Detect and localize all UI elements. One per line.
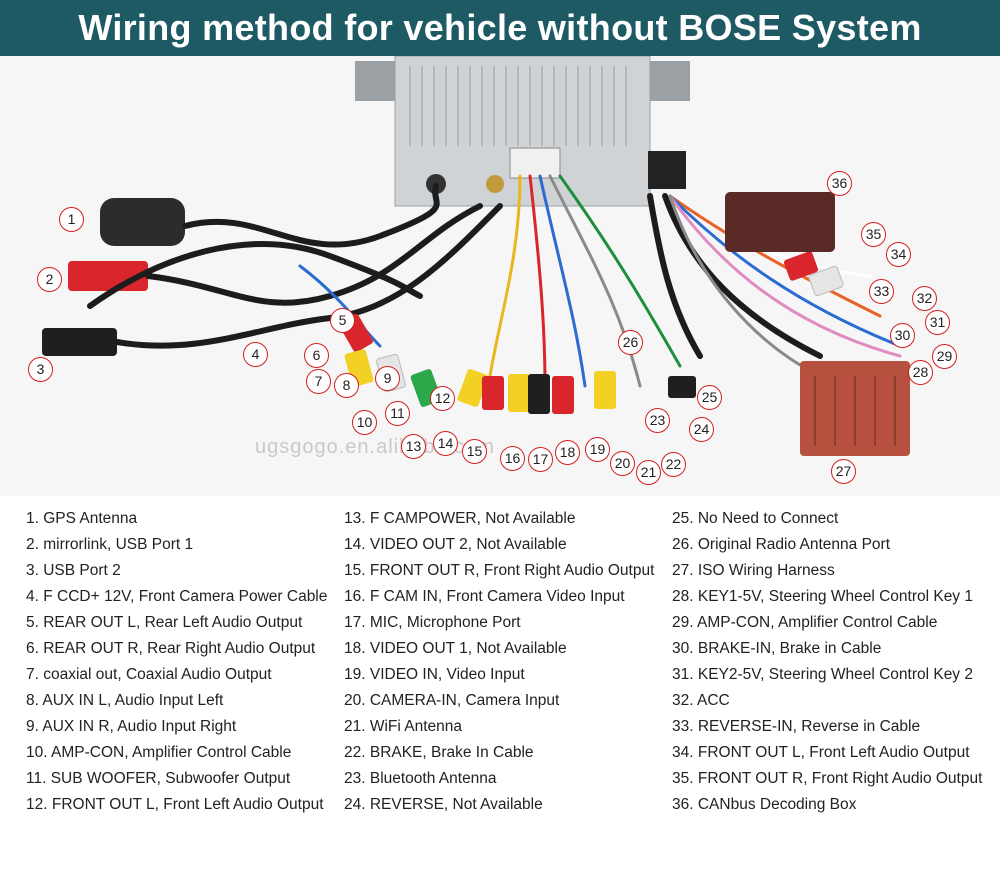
legend: 1. GPS Antenna 2. mirrorlink, USB Port 1…: [0, 496, 1000, 879]
legend-item: 24. REVERSE, Not Available: [344, 796, 543, 813]
mount-bracket-right: [650, 61, 690, 101]
callout-2: 2: [37, 267, 62, 292]
legend-item: 35. FRONT OUT R, Front Right Audio Outpu…: [672, 770, 983, 787]
legend-item: 1. GPS Antenna: [26, 510, 138, 527]
callout-18: 18: [555, 440, 580, 465]
callout-25: 25: [697, 385, 722, 410]
iso-harness-ribs: [814, 376, 896, 446]
callout-26: 26: [618, 330, 643, 355]
callout-33: 33: [869, 279, 894, 304]
legend-item: 18. VIDEO OUT 1, Not Available: [344, 640, 567, 657]
legend-item: 30. BRAKE-IN, Brake in Cable: [672, 640, 882, 657]
legend-item: 4. F CCD+ 12V, Front Camera Power Cable: [26, 588, 328, 605]
legend-item: 21. WiFi Antenna: [344, 718, 463, 735]
legend-column-3: 25. No Need to Connect 26. Original Radi…: [672, 506, 982, 818]
callout-8: 8: [334, 373, 359, 398]
small-connector: [668, 376, 696, 398]
legend-item: 16. F CAM IN, Front Camera Video Input: [344, 588, 625, 605]
callout-4: 4: [243, 342, 268, 367]
page-title: Wiring method for vehicle without BOSE S…: [0, 0, 1000, 56]
legend-item: 5. REAR OUT L, Rear Left Audio Output: [26, 614, 303, 631]
callout-6: 6: [304, 343, 329, 368]
callout-21: 21: [636, 460, 661, 485]
legend-item: 11. SUB WOOFER, Subwoofer Output: [26, 770, 291, 787]
legend-item: 12. FRONT OUT L, Front Left Audio Output: [26, 796, 324, 813]
legend-item: 13. F CAMPOWER, Not Available: [344, 510, 576, 527]
legend-column-1: 1. GPS Antenna 2. mirrorlink, USB Port 1…: [26, 506, 327, 818]
callout-36: 36: [827, 171, 852, 196]
legend-item: 33. REVERSE-IN, Reverse in Cable: [672, 718, 921, 735]
legend-item: 26. Original Radio Antenna Port: [672, 536, 890, 553]
legend-item: 28. KEY1-5V, Steering Wheel Control Key …: [672, 588, 973, 605]
legend-item: 27. ISO Wiring Harness: [672, 562, 835, 579]
callout-34: 34: [886, 242, 911, 267]
callout-35: 35: [861, 222, 886, 247]
callout-27: 27: [831, 459, 856, 484]
legend-item: 32. ACC: [672, 692, 730, 709]
legend-item: 3. USB Port 2: [26, 562, 121, 579]
wiring-photo: ugsgogo.en.alibaba.com 1 2 3 4 5 6 7 8 9…: [0, 56, 1000, 496]
legend-column-2: 13. F CAMPOWER, Not Available 14. VIDEO …: [344, 506, 654, 818]
callout-22: 22: [661, 452, 686, 477]
legend-item: 2. mirrorlink, USB Port 1: [26, 536, 194, 553]
callout-7: 7: [306, 369, 331, 394]
callout-29: 29: [932, 344, 957, 369]
antenna-socket: [486, 175, 504, 193]
callout-32: 32: [912, 286, 937, 311]
legend-item: 7. coaxial out, Coaxial Audio Output: [26, 666, 272, 683]
callout-28: 28: [908, 360, 933, 385]
legend-item: 36. CANbus Decoding Box: [672, 796, 857, 813]
callout-14: 14: [433, 431, 458, 456]
legend-item: 17. MIC, Microphone Port: [344, 614, 521, 631]
rca-plugs: [339, 251, 844, 414]
legend-item: 8. AUX IN L, Audio Input Left: [26, 692, 224, 709]
callout-9: 9: [375, 366, 400, 391]
callout-23: 23: [645, 408, 670, 433]
mount-bracket-left: [355, 61, 395, 101]
usb-port-2-black: [42, 328, 117, 356]
legend-item: 9. AUX IN R, Audio Input Right: [26, 718, 237, 735]
callout-3: 3: [28, 357, 53, 382]
callout-1: 1: [59, 207, 84, 232]
callout-30: 30: [890, 323, 915, 348]
gps-antenna-puck: [100, 198, 185, 246]
watermark-text: ugsgogo.en.alibaba.com: [255, 436, 495, 458]
legend-item: 10. AMP-CON, Amplifier Control Cable: [26, 744, 292, 761]
legend-item: 15. FRONT OUT R, Front Right Audio Outpu…: [344, 562, 655, 579]
callout-13: 13: [401, 434, 426, 459]
wiring-illustration: [42, 56, 910, 456]
heatsink-fins: [409, 66, 627, 146]
legend-item: 25. No Need to Connect: [672, 510, 839, 527]
legend-item: 14. VIDEO OUT 2, Not Available: [344, 536, 567, 553]
legend-item: 20. CAMERA-IN, Camera Input: [344, 692, 560, 709]
canbus-box: [725, 192, 835, 252]
callout-17: 17: [528, 447, 553, 472]
callout-5: 5: [330, 308, 355, 333]
black-cables: [87, 183, 823, 359]
colored-wires: [298, 174, 902, 388]
callout-16: 16: [500, 446, 525, 471]
legend-item: 29. AMP-CON, Amplifier Control Cable: [672, 614, 938, 631]
legend-item: 23. Bluetooth Antenna: [344, 770, 497, 787]
connector-block: [509, 147, 561, 179]
callout-12: 12: [430, 386, 455, 411]
callout-31: 31: [925, 310, 950, 335]
callout-19: 19: [585, 437, 610, 462]
callout-11: 11: [385, 401, 410, 426]
callout-24: 24: [689, 417, 714, 442]
legend-item: 22. BRAKE, Brake In Cable: [344, 744, 534, 761]
legend-item: 31. KEY2-5V, Steering Wheel Control Key …: [672, 666, 973, 683]
callout-10: 10: [352, 410, 377, 435]
callout-20: 20: [610, 451, 635, 476]
power-connector: [648, 151, 686, 189]
legend-item: 6. REAR OUT R, Rear Right Audio Output: [26, 640, 316, 657]
callout-15: 15: [462, 439, 487, 464]
legend-item: 19. VIDEO IN, Video Input: [344, 666, 525, 683]
legend-item: 34. FRONT OUT L, Front Left Audio Output: [672, 744, 970, 761]
